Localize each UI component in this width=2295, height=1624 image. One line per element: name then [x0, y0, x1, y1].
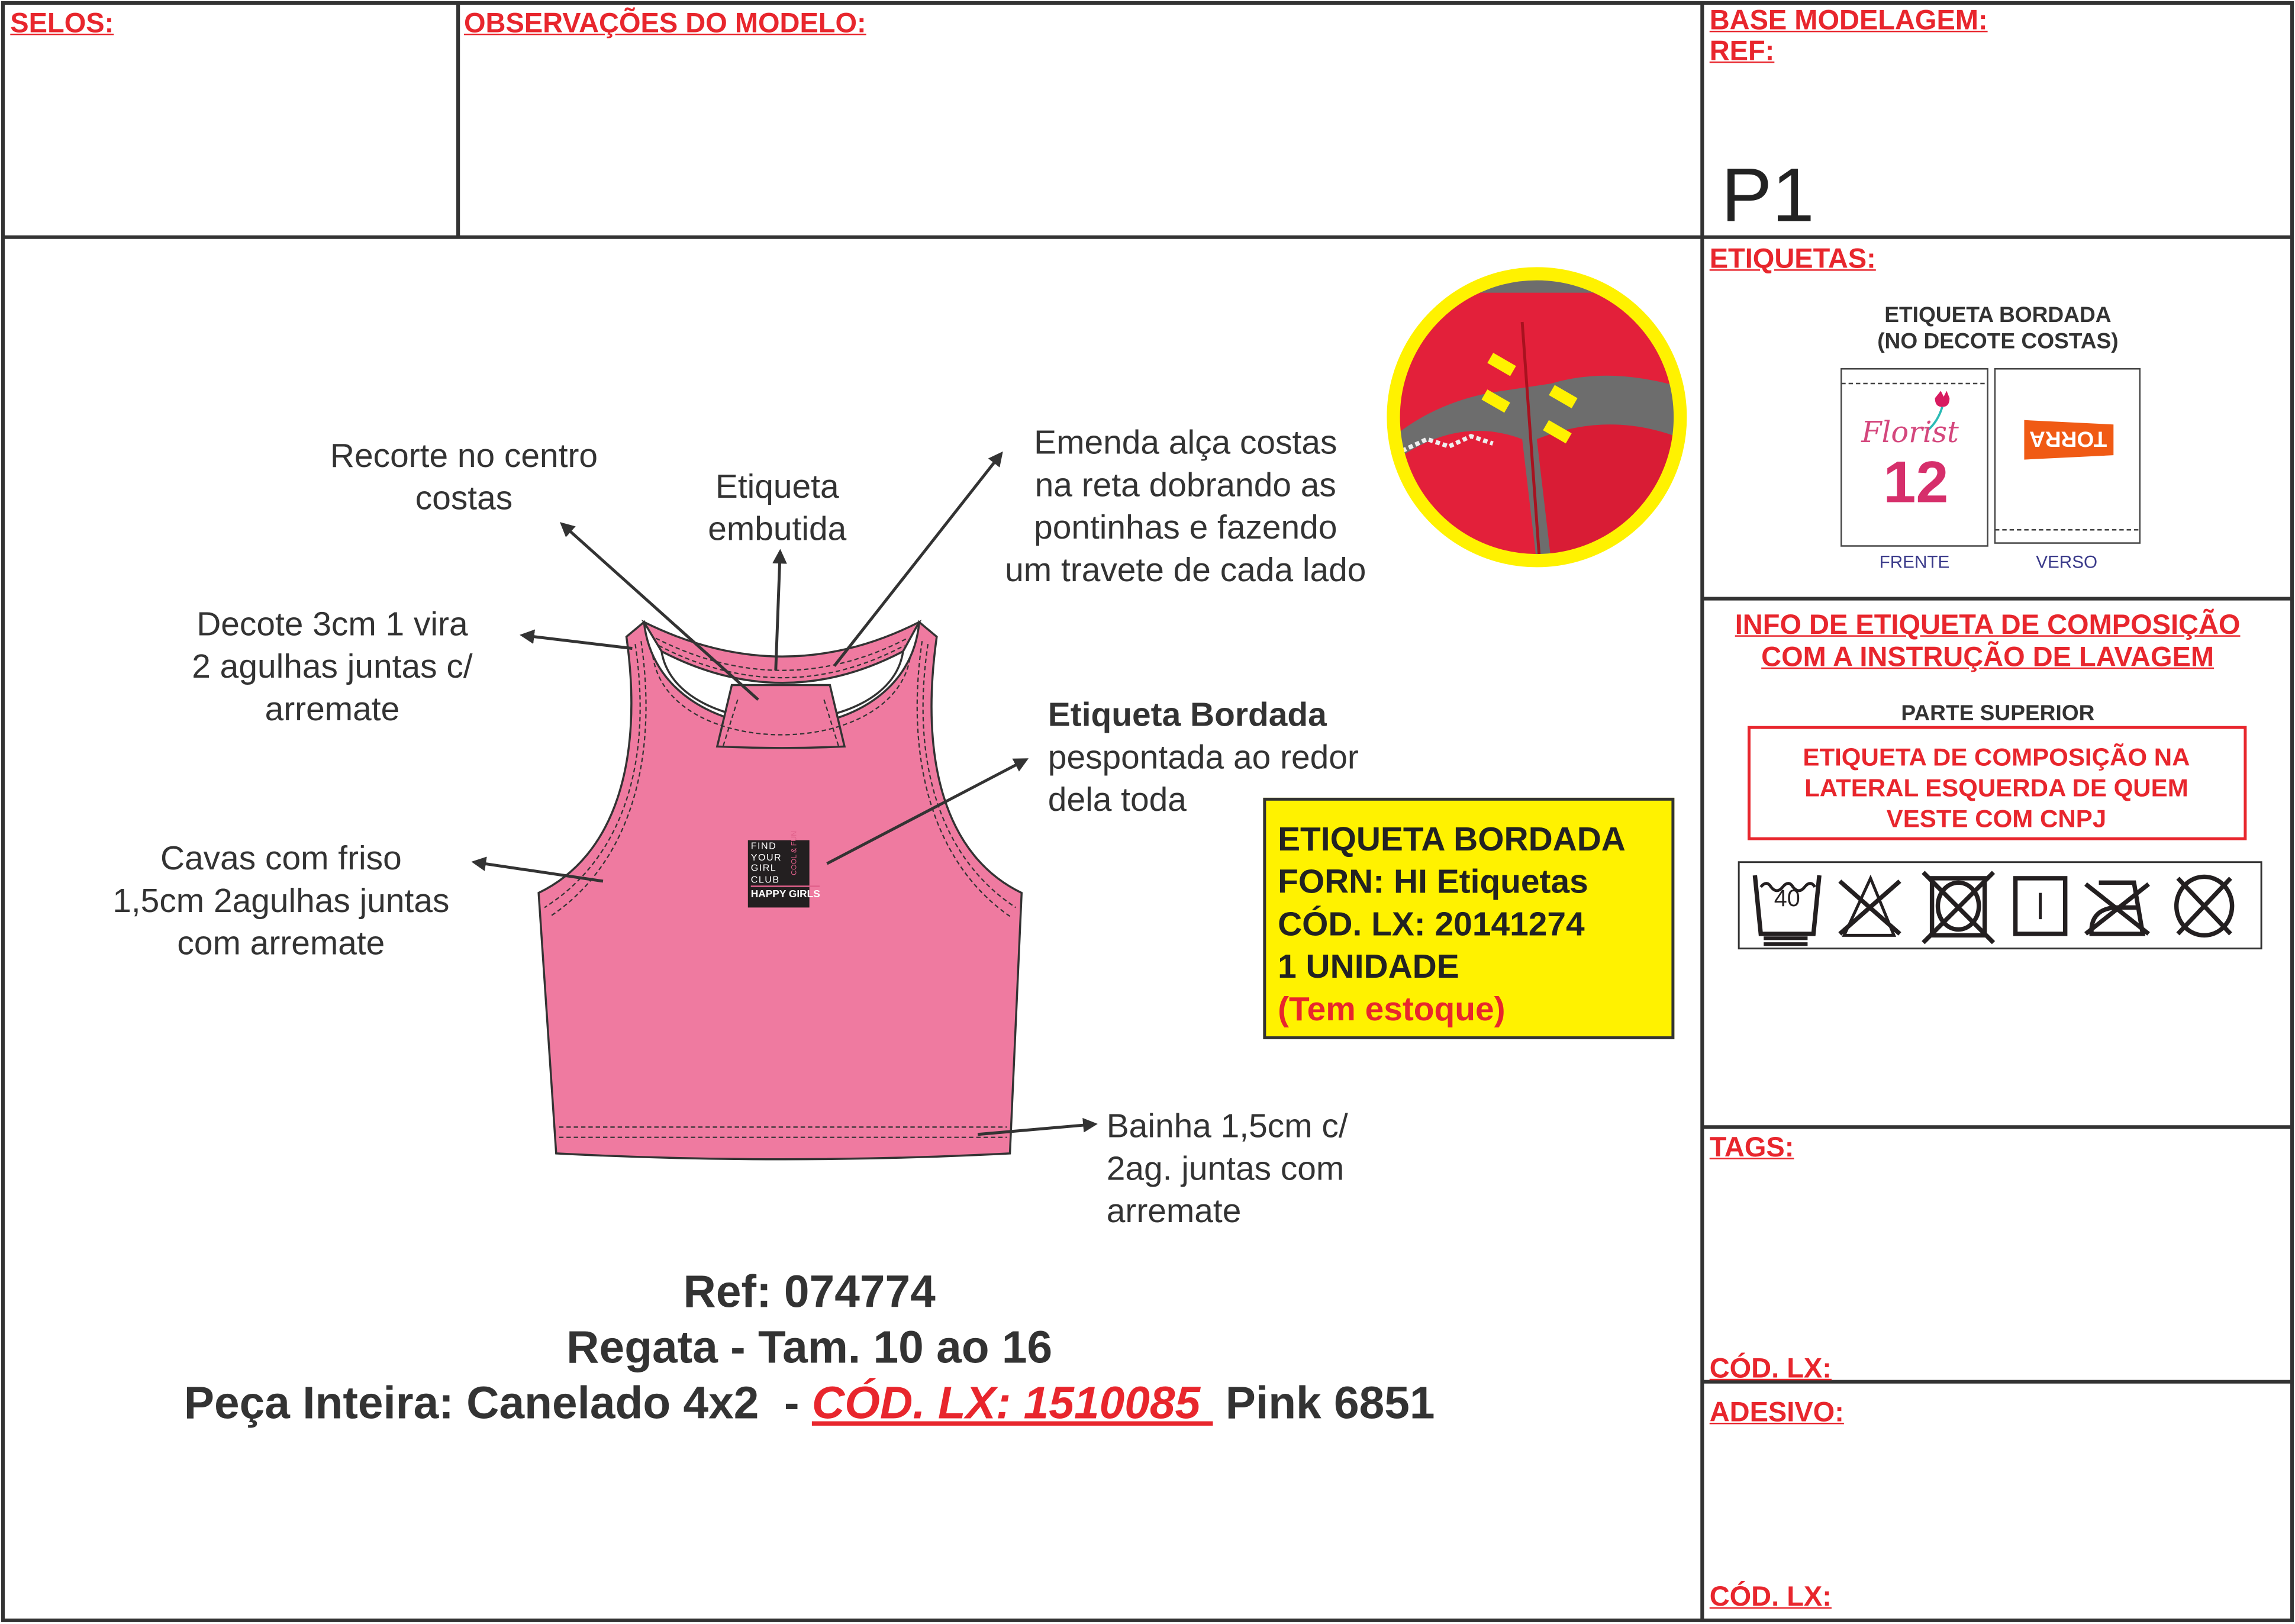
chest-label-bottom: HAPPY GIRLS	[750, 890, 820, 901]
supplier-box: ETIQUETA BORDADA FORN: HI Etiquetas CÓD.…	[1263, 797, 1675, 1039]
supplier-line: ETIQUETA BORDADA	[1278, 819, 1626, 858]
florist-brand: Florist	[1861, 414, 1959, 450]
chest-label: FIND YOUR GIRL CLUB HAPPY GIRLS	[750, 842, 820, 901]
no-iron-icon	[2084, 880, 2150, 936]
product-desc: Regata - Tam. 10 ao 16	[566, 1322, 1053, 1373]
tags-cod-label: CÓD. LX:	[1709, 1354, 1832, 1385]
etiquetas-label: ETIQUETAS:	[1709, 244, 1876, 275]
chest-label-line: YOUR	[750, 852, 782, 863]
fabric-code: CÓD. LX: 1510085	[811, 1377, 1213, 1429]
no-dry-clean-icon	[2174, 874, 2235, 938]
tags-label: TAGS:	[1709, 1133, 1794, 1164]
composition-line: VESTE COM CNPJ	[1886, 805, 2107, 833]
neckline-detail-photo	[1387, 267, 1687, 568]
stock-status: (Tem estoque)	[1278, 989, 1506, 1028]
back-caption: VERSO	[2036, 552, 2098, 573]
parte-superior: PARTE SUPERIOR	[1901, 701, 2095, 726]
observacoes-label: OBSERVAÇÕES DO MODELO:	[464, 8, 866, 40]
label-front-back	[1738, 368, 2262, 950]
wash-40-gentle-icon	[1752, 875, 1822, 946]
supplier-line: CÓD. LX: 20141274	[1278, 904, 1585, 943]
size-code: P1	[1721, 153, 1814, 239]
product-ref: Ref: 074774	[683, 1266, 936, 1317]
supplier-line: FORN: HI Etiquetas	[1278, 862, 1588, 901]
front-caption: FRENTE	[1879, 552, 1950, 573]
composition-box	[1748, 726, 2247, 840]
label-title-1: ETIQUETA BORDADA	[1884, 302, 2112, 328]
adesivo-label: ADESIVO:	[1709, 1397, 1844, 1429]
base-modelagem-label: BASE MODELAGEM:	[1709, 5, 1988, 37]
no-bleach-icon	[1838, 874, 1901, 937]
composition-title-2: COM A INSTRUÇÃO DE LAVAGEM	[1761, 642, 2215, 674]
ref-label: REF:	[1709, 36, 1775, 67]
supplier-line: 1 UNIDADE	[1278, 947, 1459, 985]
wash-temp: 40	[1774, 887, 1800, 912]
florist-size: 12	[1883, 450, 1949, 515]
garment-drawing	[537, 619, 1023, 1161]
line-dry-icon	[2013, 876, 2068, 936]
annotation-arrows	[471, 451, 1098, 1136]
product-info: Ref: 074774 Regata - Tam. 10 ao 16 Peça …	[184, 1265, 1435, 1432]
no-tumble-dry-icon	[1922, 871, 1996, 945]
chest-label-line: CLUB	[750, 875, 820, 887]
composition-line: LATERAL ESQUERDA DE QUEM	[1804, 774, 2188, 803]
chest-label-line: GIRL	[750, 863, 777, 874]
adesivo-cod-label: CÓD. LX:	[1709, 1582, 1832, 1613]
composition-line: ETIQUETA DE COMPOSIÇÃO NA	[1803, 743, 2190, 772]
chest-label-side: COOL & FUN	[790, 830, 800, 875]
selos-label: SELOS:	[10, 8, 114, 40]
product-fabric: Peça Inteira: Canelado 4x2 - CÓD. LX: 15…	[183, 1377, 1435, 1429]
composition-title-1: INFO DE ETIQUETA DE COMPOSIÇÃO	[1735, 610, 2241, 642]
label-title-2: (NO DECOTE COSTAS)	[1877, 329, 2119, 355]
chest-label-line: FIND	[750, 842, 777, 852]
torra-brand: TORRA	[2029, 426, 2107, 451]
